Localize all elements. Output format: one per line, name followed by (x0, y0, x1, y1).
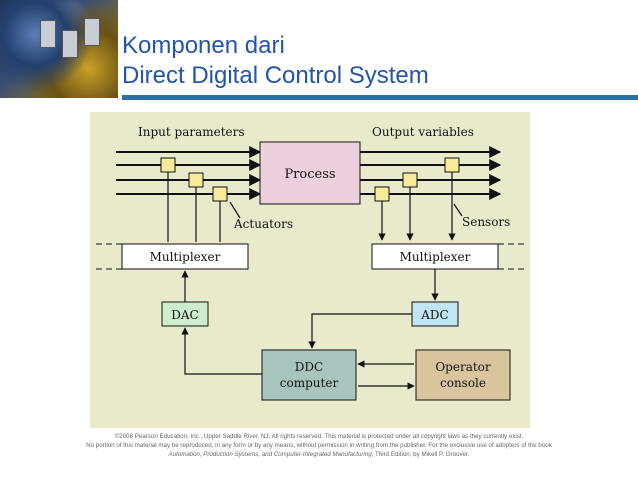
actuator-box (188, 172, 204, 188)
adc-label: ADC (420, 308, 448, 322)
sensor-box (402, 172, 418, 188)
multiplexer-left-box (121, 243, 249, 270)
dac-box (161, 301, 209, 327)
slide-title: Komponen dari Direct Digital Control Sys… (122, 31, 429, 91)
component-chip (40, 20, 56, 48)
actuator-box (160, 157, 176, 173)
adc-to-ddc-arrow (308, 313, 412, 349)
ddc-label-line1: DDC (295, 360, 323, 374)
sensor-lines (378, 165, 463, 241)
sensor-box (374, 186, 390, 202)
footer-book-title: Automation, Production Systems, and Comp… (168, 451, 372, 458)
output-variables-label: Output variables (372, 125, 474, 139)
operator-label-line2: console (440, 376, 486, 390)
ddc-to-dac-arrow (181, 327, 262, 375)
sensors-label: Sensors (462, 215, 510, 229)
ddc-label-line2: computer (280, 376, 339, 390)
corner-photo (0, 0, 118, 98)
multiplexer-left-label: Multiplexer (150, 250, 221, 264)
title-line-1: Komponen dari (122, 32, 285, 59)
input-lines (116, 146, 262, 200)
sensor-pointer (453, 203, 463, 217)
ddc-computer-box (261, 349, 357, 401)
footer-line-3-rest: , Third Edition, by Mikell P. Groover. (371, 451, 470, 458)
input-parameters-label: Input parameters (138, 125, 245, 139)
actuator-pointer (229, 201, 241, 219)
dac-label: DAC (171, 308, 198, 322)
footer-line-3: Automation, Production Systems, and Comp… (0, 450, 638, 459)
sensor-box (444, 157, 460, 173)
actuator-box (212, 186, 228, 202)
process-label: Process (284, 167, 335, 182)
operator-console-box (415, 349, 511, 401)
adc-box (411, 301, 459, 327)
dashed-lines (96, 243, 524, 270)
copyright-footer: ©2008 Pearson Education, Inc., Upper Sad… (0, 432, 638, 459)
title-line-2: Direct Digital Control System (122, 62, 429, 89)
actuators-label: Actuators (233, 217, 293, 231)
multiplexer-right-box (371, 243, 499, 270)
ddc-block-diagram: Input parameters Output variables Proces… (90, 112, 530, 428)
actuator-lines (167, 165, 241, 242)
component-chip (84, 18, 100, 46)
title-underline (122, 95, 638, 100)
component-chip (62, 30, 78, 58)
multiplexer-right-label: Multiplexer (400, 250, 471, 264)
footer-line-2: No portion of this material may be repro… (86, 442, 552, 449)
footer-line-1: ©2008 Pearson Education, Inc., Upper Sad… (114, 433, 524, 440)
operator-label-line1: Operator (435, 360, 491, 374)
process-box (259, 141, 361, 205)
